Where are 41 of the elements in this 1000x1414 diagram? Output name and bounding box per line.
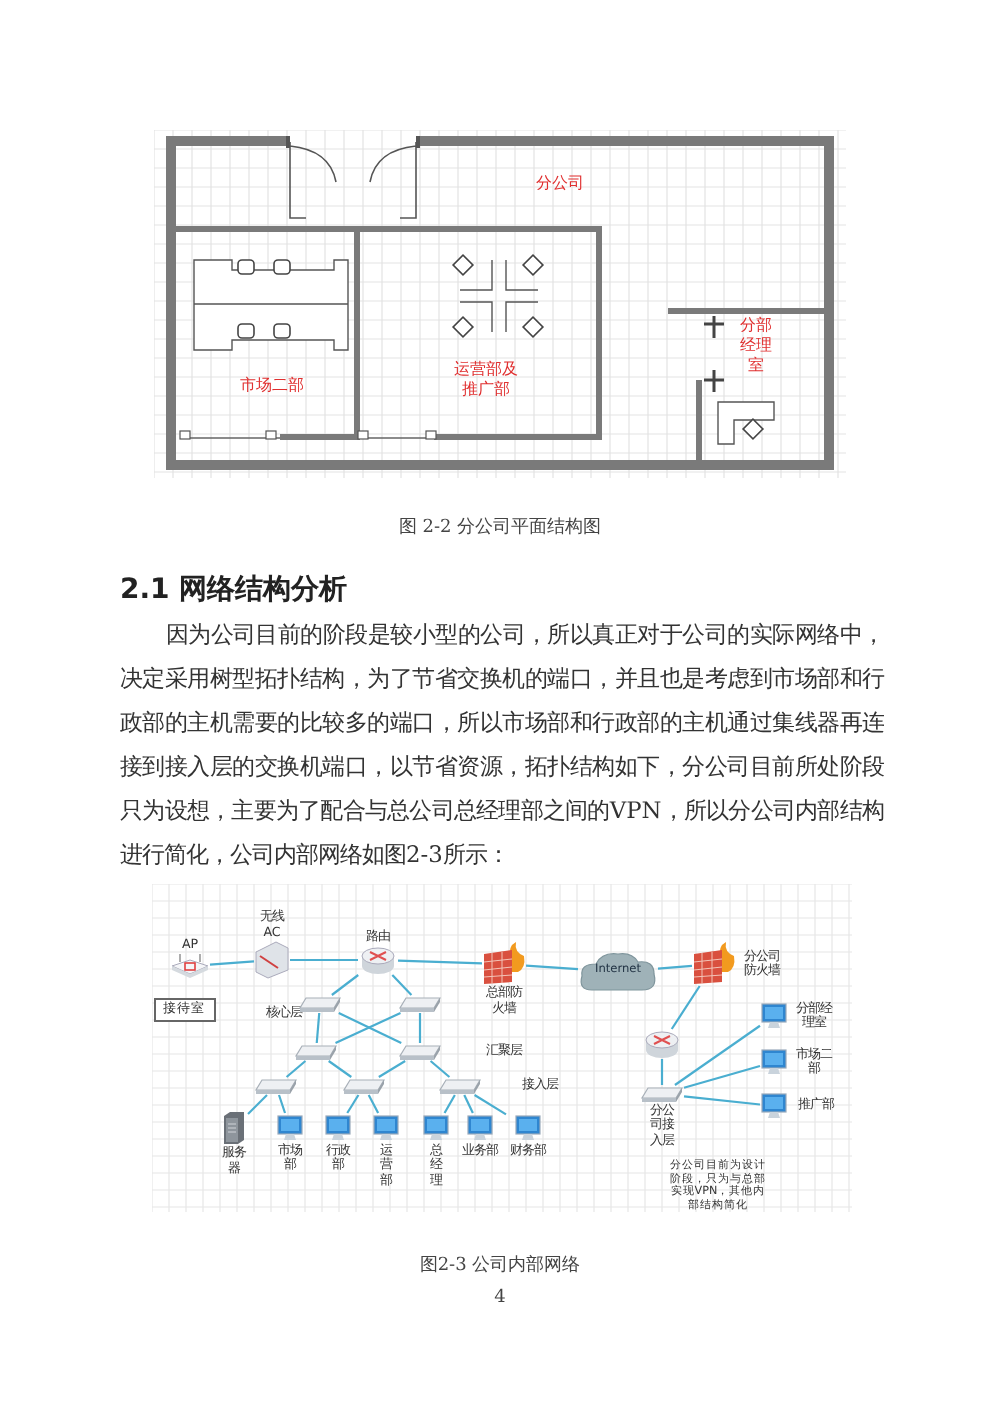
router-icon: [644, 1029, 680, 1059]
network-cable: [657, 964, 693, 970]
network-cable: [525, 964, 579, 971]
switch-icon: [254, 1077, 298, 1095]
network-cable: [683, 1095, 761, 1106]
network-cable: [315, 1012, 321, 1044]
network-cable: [418, 1013, 422, 1043]
switch-icon: [398, 995, 442, 1013]
body-paragraph: 因为公司目前的阶段是较小型的公司，所以真正对于公司的实际网络中，决定采用树型拓扑结构，为了节省交换机的端口，并且也是考虑到市场部和行政部的主机需要的比较多的端口，所以市场部和行政部的主机通过集线器再连接到接入层的交换机端口，以节省资源，拓扑结构如下，分公司目前所处阶段只为设想，主要为了配合与总公司总经理部之间的VPN，所以分公司内部结构进行简化，公司内部网络如图2-3所示：: [120, 618, 884, 872]
network-cable: [367, 1094, 380, 1114]
network-cable: [670, 985, 701, 1030]
room-label: 市场二部: [240, 374, 306, 396]
network-cable: [290, 958, 358, 962]
network-cable: [391, 974, 413, 996]
switch-icon: [294, 1043, 338, 1061]
network-cable: [660, 1059, 664, 1085]
network-cable: [346, 1094, 360, 1114]
network-cable: [247, 1094, 268, 1115]
figure-caption: 图 2-2 分公司平面结构图: [396, 515, 604, 540]
figure-caption: 图2-3 公司内部网络: [417, 1253, 583, 1278]
network-cable: [209, 960, 255, 966]
section-heading: 2.1 网络结构分析: [120, 572, 350, 608]
network-cable: [285, 1060, 307, 1078]
network-cable: [429, 1060, 451, 1078]
network-cable: [397, 959, 483, 965]
network-cable: [474, 1094, 507, 1116]
network-cable: [378, 1060, 406, 1078]
room-label: 分部经理室: [738, 316, 774, 376]
room-label: 分公司: [536, 172, 586, 194]
switch-icon: [438, 1077, 482, 1095]
network-cable: [277, 1094, 287, 1114]
network-cable: [674, 1024, 761, 1086]
page-number: 4: [492, 1288, 508, 1308]
network-cable: [328, 1060, 352, 1078]
room-label: 运营部及推广部: [452, 360, 520, 400]
network-cable: [463, 1094, 474, 1114]
network-cable: [331, 974, 359, 996]
switch-icon: [398, 1043, 442, 1061]
network-cable: [683, 1064, 761, 1089]
switch-icon: [342, 1077, 386, 1095]
network-cable: [443, 1094, 456, 1114]
